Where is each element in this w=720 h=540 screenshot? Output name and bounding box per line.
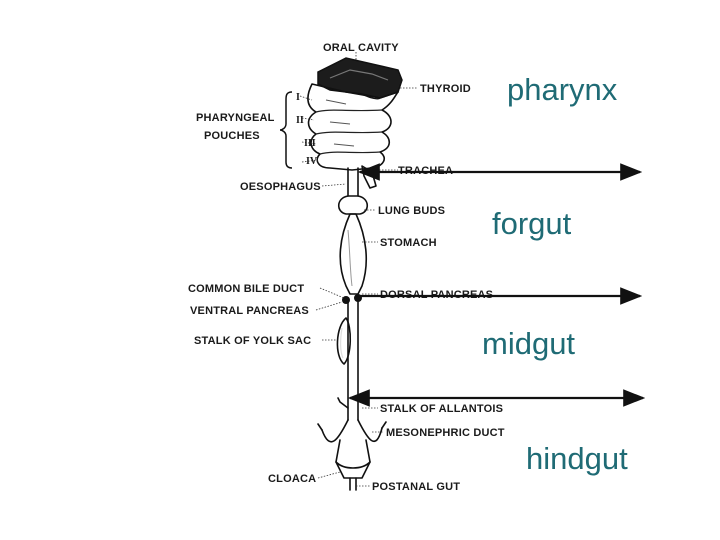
region-label-midgut: midgut xyxy=(482,326,576,361)
label-pouch-3: III xyxy=(304,138,316,149)
label-cloaca: CLOACA xyxy=(268,473,316,485)
lung-buds-shape xyxy=(337,195,369,215)
label-lung-buds: LUNG BUDS xyxy=(378,205,445,217)
label-pouch-1: I xyxy=(296,92,300,103)
leader-lines xyxy=(299,52,418,487)
label-mesonephric-duct: MESONEPHRIC DUCT xyxy=(386,427,505,439)
region-label-pharynx: pharynx xyxy=(507,72,618,107)
label-pouches: POUCHES xyxy=(204,130,260,142)
cloaca-shape xyxy=(335,461,371,479)
label-thyroid: THYROID xyxy=(420,83,471,95)
postanal-gut-shape xyxy=(349,477,357,491)
label-common-bile-duct: COMMON BILE DUCT xyxy=(188,283,304,295)
gut-illustration xyxy=(307,57,403,491)
oesophagus-shape xyxy=(347,167,359,197)
label-stalk-of-allantois: STALK OF ALLANTOIS xyxy=(380,403,503,415)
yolk-sac-stalk-shape xyxy=(336,317,352,365)
pharynx-shape xyxy=(307,83,399,171)
label-oral-cavity: ORAL CAVITY xyxy=(323,42,399,54)
pouches-bracket xyxy=(279,91,293,169)
label-ventral-pancreas: VENTRAL PANCREAS xyxy=(190,305,309,317)
label-pouch-4: IV xyxy=(306,156,318,167)
region-label-foregut: forgut xyxy=(492,206,572,241)
stomach-shape xyxy=(339,213,368,295)
label-pouch-2: II xyxy=(296,115,304,126)
allantois-stalk-shape xyxy=(337,397,349,409)
thyroid-shape xyxy=(361,93,381,100)
mesonephric-duct-shape xyxy=(321,419,383,463)
label-oesophagus: OESOPHAGUS xyxy=(240,181,321,193)
label-stalk-of-yolk-sac: STALK OF YOLK SAC xyxy=(194,335,311,347)
label-postanal-gut: POSTANAL GUT xyxy=(372,481,460,493)
region-label-hindgut: hindgut xyxy=(526,441,628,476)
midgut-tube-shape xyxy=(347,301,359,421)
label-stomach: STOMACH xyxy=(380,237,437,249)
label-pharyngeal: PHARYNGEAL xyxy=(196,112,275,124)
